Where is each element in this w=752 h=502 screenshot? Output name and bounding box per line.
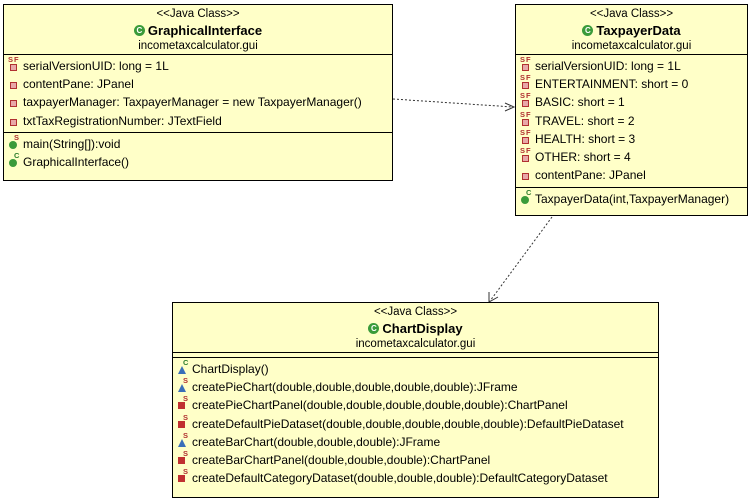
class-name-text: GraphicalInterface — [147, 23, 263, 38]
static-private-method-icon: S — [177, 413, 192, 430]
private-field-icon — [8, 78, 23, 90]
method-text: ChartDisplay() — [192, 362, 269, 377]
field-text: ENTERTAINMENT: short = 0 — [535, 77, 689, 92]
package-name: incometaxcalculator.gui — [138, 40, 258, 52]
method-text: TaxpayerData(int,TaxpayerManager) — [535, 192, 730, 207]
field-row[interactable]: contentPane: JPanel — [520, 166, 747, 184]
static-private-method-icon: S — [177, 395, 192, 411]
class-icon: C — [133, 25, 145, 37]
stereotype: <<Java Class>> — [156, 8, 240, 20]
stereotype: <<Java Class>> — [589, 8, 674, 20]
method-text: createBarChartPanel(double,double,double… — [192, 453, 491, 468]
method-text: createPieChartPanel(double,double,double… — [192, 398, 568, 413]
method-text: createDefaultPieDataset(double,double,do… — [192, 416, 624, 431]
public-constructor-icon: C — [8, 152, 23, 168]
field-row[interactable]: contentPane: JPanel — [8, 75, 392, 93]
class-name-text: ChartDisplay — [382, 321, 463, 336]
package-name: incometaxcalculator.gui — [571, 40, 692, 52]
class-icon: C — [582, 25, 594, 37]
field-text: TRAVEL: short = 2 — [535, 113, 635, 128]
method-text: main(String[]):void — [23, 137, 121, 152]
field-row[interactable]: taxpayerManager: TaxpayerManager = new T… — [8, 93, 392, 111]
field-text: serialVersionUID: long = 1L — [23, 59, 169, 74]
public-constructor-icon: C — [520, 189, 535, 205]
package-constructor-icon: C — [177, 359, 192, 375]
field-text: txtTaxRegistrationNumber: JTextField — [23, 113, 222, 128]
field-text: contentPane: JPanel — [23, 77, 134, 92]
stereotype: <<Java Class>> — [373, 306, 458, 318]
static-public-method-icon: S — [8, 134, 23, 150]
field-text: taxpayerManager: TaxpayerManager = new T… — [23, 95, 362, 110]
method-text: createBarChart(double,double,double):JFr… — [192, 434, 441, 449]
field-row[interactable]: txtTaxRegistrationNumber: JTextField — [8, 112, 392, 130]
static-package-method-icon: S — [177, 431, 192, 448]
static-private-method-icon: S — [177, 468, 192, 484]
method-text: createPieChart(double,double,double,doub… — [192, 380, 518, 395]
private-field-icon — [520, 169, 535, 181]
fields-section — [173, 352, 658, 357]
dependency-taxpayer-to-chart — [489, 216, 553, 302]
static-private-method-icon: S — [177, 450, 192, 466]
arrowhead-chart — [488, 292, 499, 303]
static-package-method-icon: S — [177, 377, 192, 393]
class-name-text: TaxpayerData — [596, 23, 681, 38]
field-text: HEALTH: short = 3 — [535, 131, 636, 146]
arrowhead-taxpayer — [504, 102, 516, 112]
method-text: createDefaultCategoryDataset(double,doub… — [192, 471, 608, 486]
class-icon: C — [368, 323, 380, 335]
field-text: serialVersionUID: long = 1L — [535, 59, 681, 74]
dependency-graphical-to-taxpayer — [392, 98, 514, 108]
method-text: GraphicalInterface() — [23, 155, 130, 170]
field-text: contentPane: JPanel — [535, 168, 646, 183]
private-field-icon — [8, 115, 23, 127]
package-name: incometaxcalculator.gui — [355, 338, 476, 350]
field-text: OTHER: short = 4 — [535, 150, 631, 165]
field-text: BASIC: short = 1 — [535, 95, 625, 110]
private-field-icon — [8, 96, 23, 108]
